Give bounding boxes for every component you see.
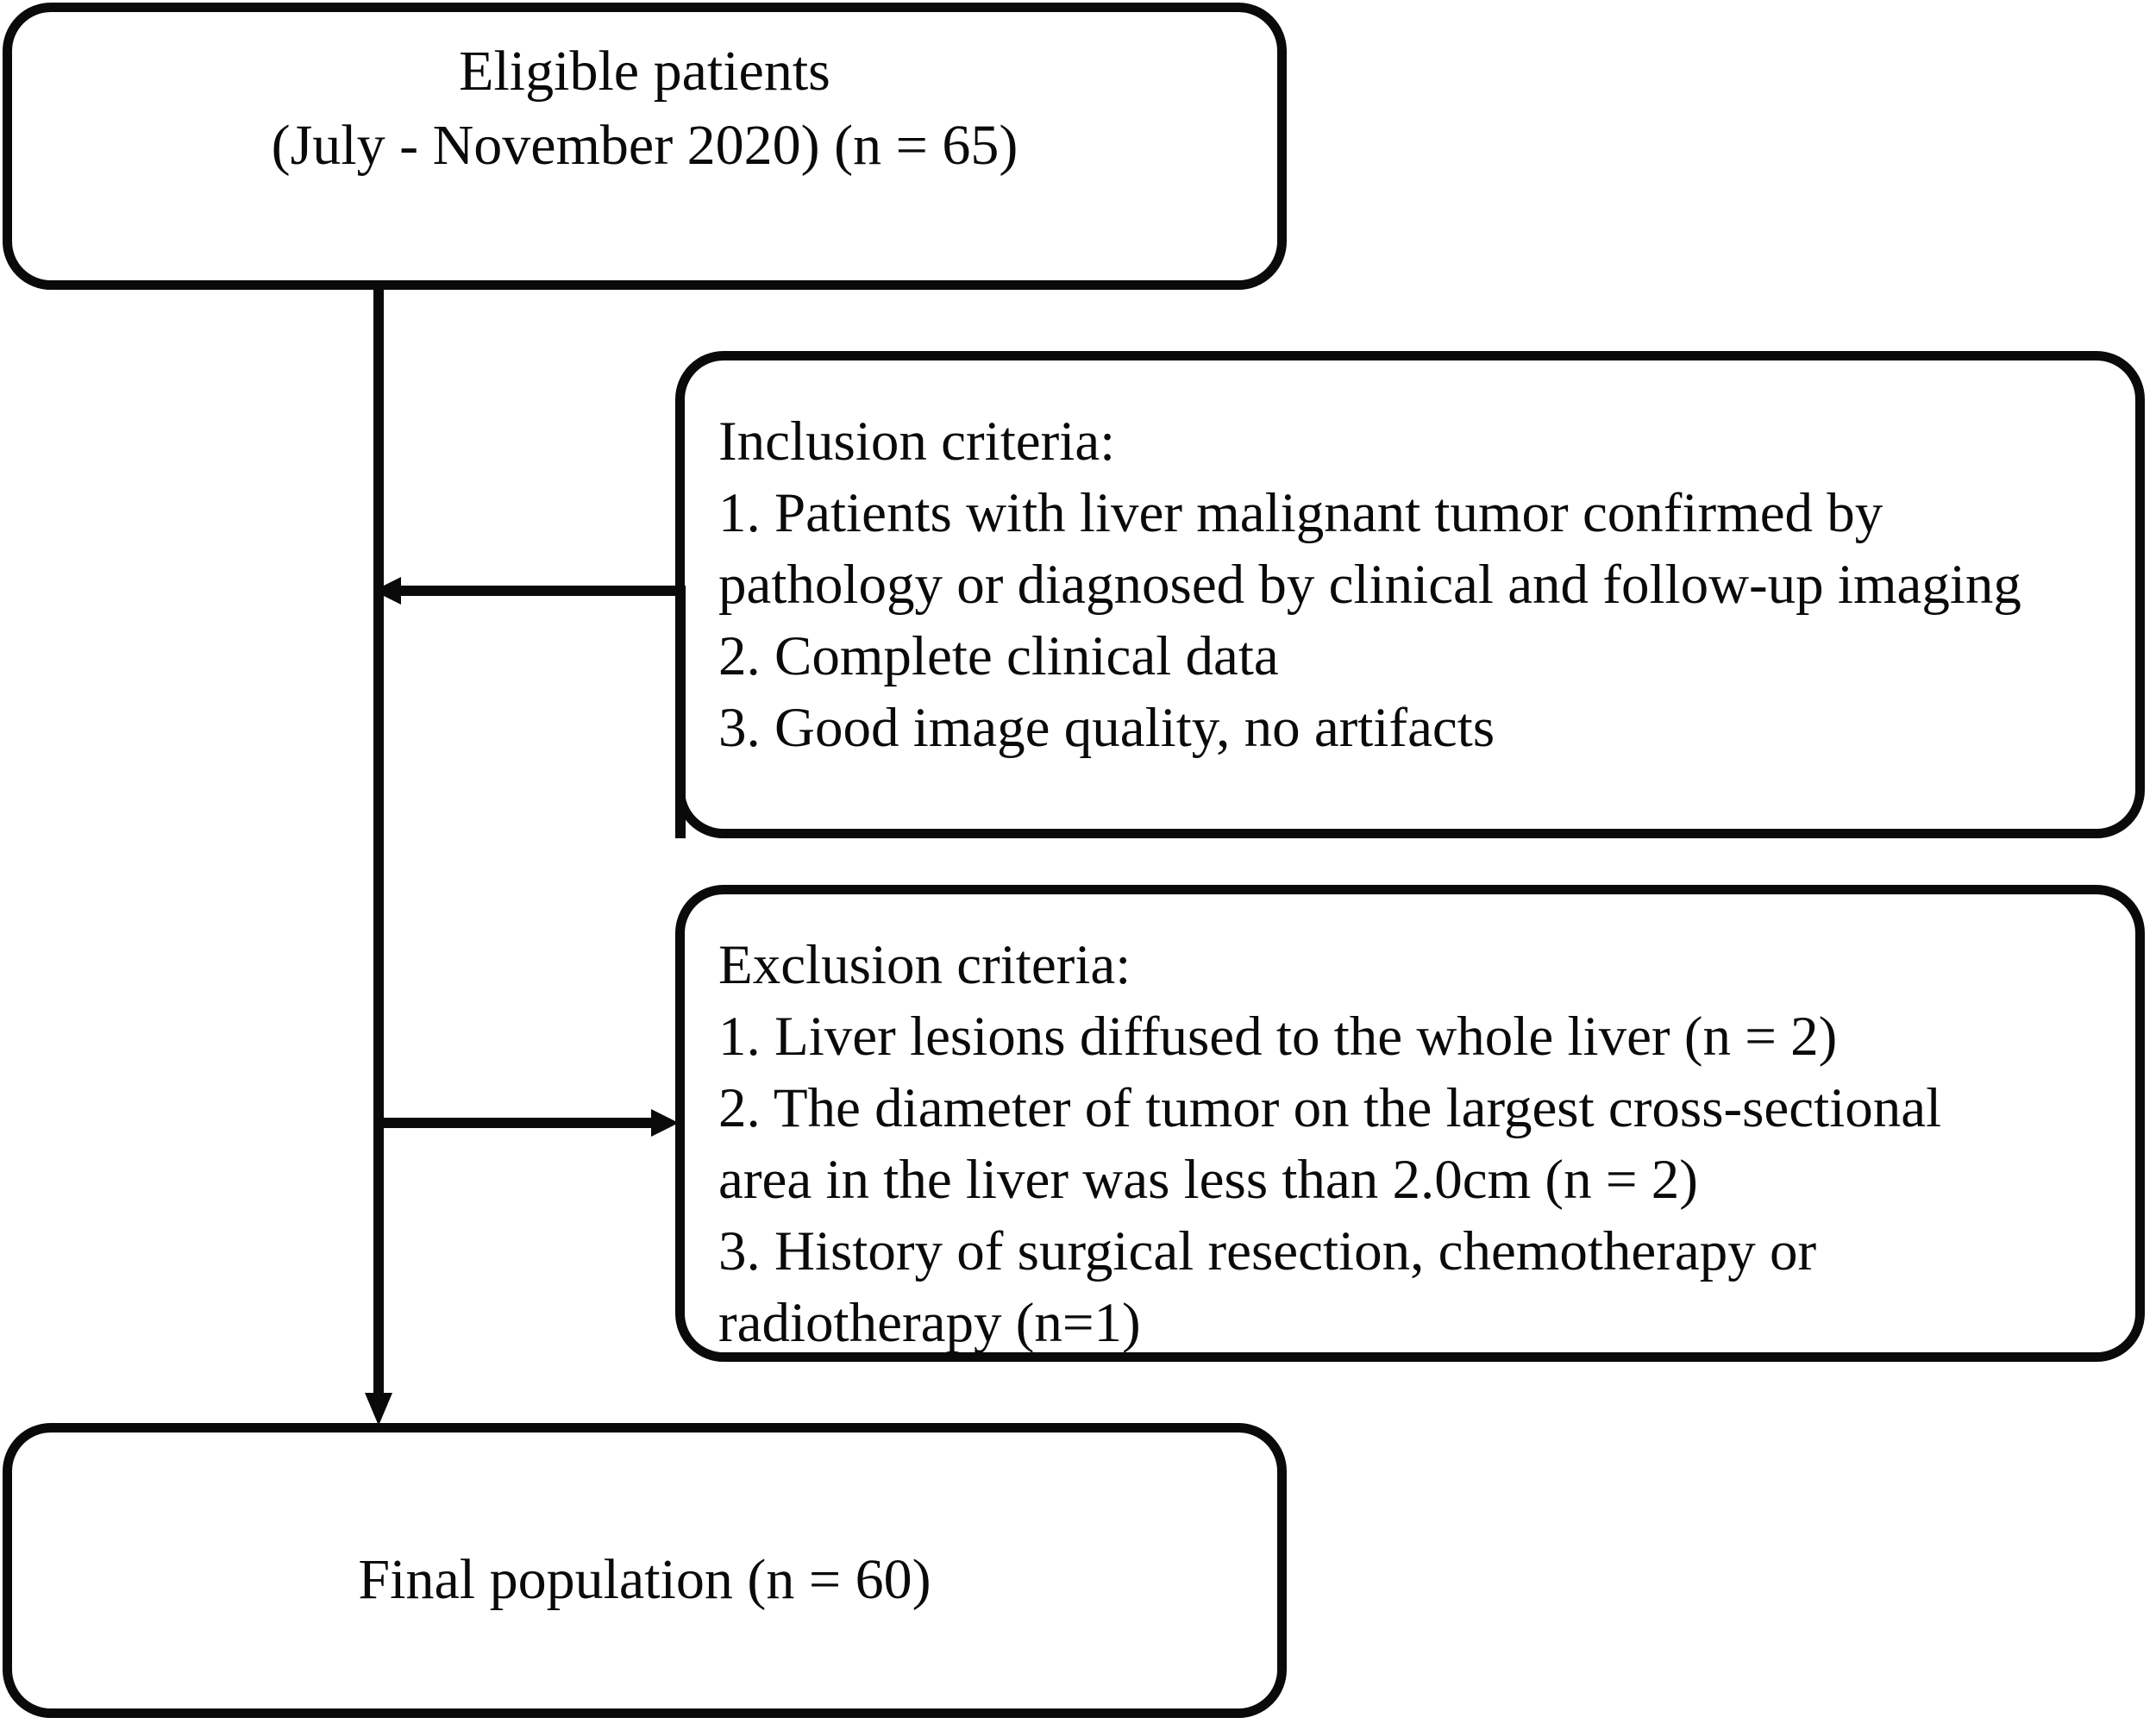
connector-inclusion-to-trunk <box>399 586 680 596</box>
arrow-left-icon <box>373 577 401 605</box>
node-final-population-label: Final population (n = 60) <box>358 1548 931 1611</box>
arrow-right-icon <box>651 1109 679 1137</box>
connector-eligible-to-final <box>373 290 384 1407</box>
node-exclusion-criteria-label: Exclusion criteria: 1. Liver lesions dif… <box>718 934 1942 1354</box>
arrow-down-icon <box>365 1393 392 1426</box>
node-eligible-patients <box>3 3 1287 290</box>
node-inclusion-criteria-label: Inclusion criteria: 1. Patients with liv… <box>718 411 2021 759</box>
node-inclusion-criteria <box>675 351 2145 838</box>
connector-trunk-to-exclusion <box>379 1118 653 1128</box>
node-final-population <box>3 1423 1287 1718</box>
node-eligible-patients-label: Eligible patients (July - November 2020)… <box>271 40 1018 177</box>
node-exclusion-criteria <box>675 885 2145 1362</box>
connector-inclusion-stem <box>675 586 686 838</box>
